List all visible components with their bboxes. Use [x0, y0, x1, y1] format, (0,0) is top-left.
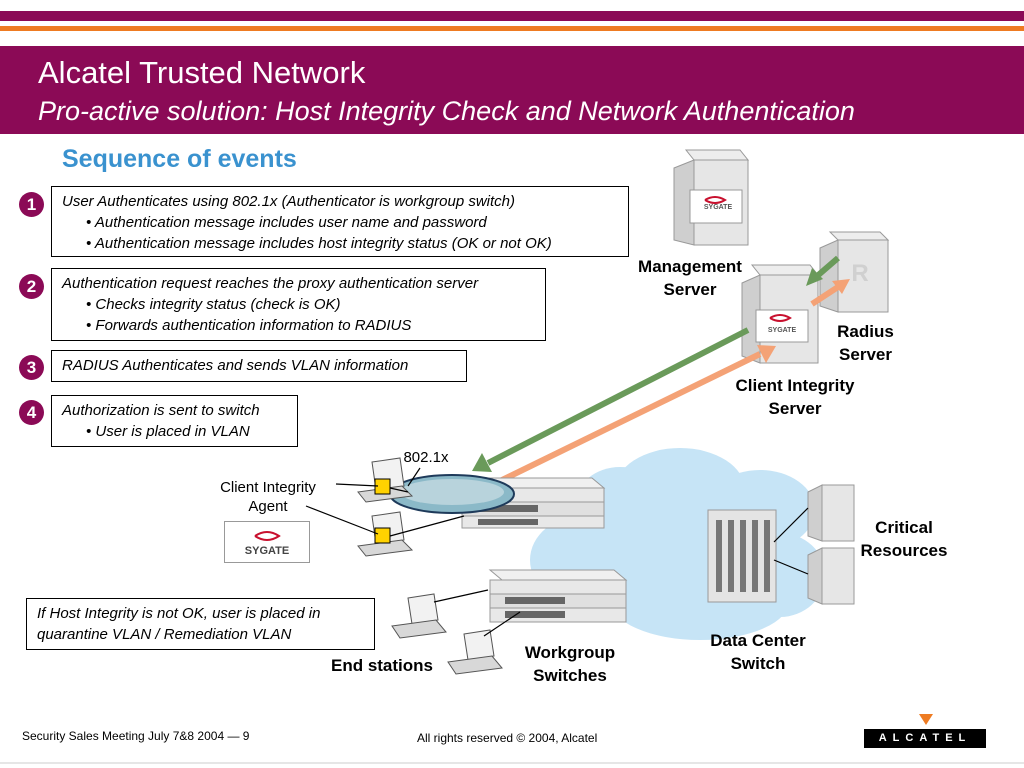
alcatel-logo-text: ALCATEL — [865, 730, 985, 747]
header-bar — [0, 46, 1024, 134]
critical-resource-server-2 — [807, 547, 855, 605]
step-4-bullet-1: • User is placed in VLAN — [86, 423, 250, 440]
data-center-switch-icon — [707, 509, 777, 603]
step-box-3: RADIUS Authenticates and sends VLAN info… — [51, 350, 467, 382]
workgroup-switch-lower — [488, 569, 628, 623]
step-number-4: 4 — [19, 400, 44, 425]
management-server-icon — [673, 149, 750, 246]
end-station-laptop-2 — [447, 629, 503, 675]
step-1-heading: User Authenticates using 802.1x (Authent… — [62, 193, 515, 210]
agent-square-1 — [374, 478, 391, 495]
auth-arrow-orange — [496, 345, 776, 485]
page-title: Alcatel Trusted Network — [38, 55, 366, 90]
quarantine-note: If Host Integrity is not OK, user is pla… — [26, 598, 375, 650]
bottom-line — [0, 762, 1024, 764]
footer-copyright: All rights reserved © 2004, Alcatel — [417, 731, 598, 745]
agent-square-2 — [374, 527, 391, 544]
step-3-heading: RADIUS Authenticates and sends VLAN info… — [62, 357, 409, 374]
logo-triangle-icon — [919, 714, 933, 725]
step-number-2: 2 — [19, 274, 44, 299]
step-box-4: Authorization is sent to switch • User i… — [51, 395, 298, 447]
auth-arrow-green — [472, 327, 750, 472]
sygate-logo-management: SYGATE — [703, 204, 733, 211]
section-title: Sequence of events — [62, 145, 297, 173]
connector-lines — [305, 467, 521, 637]
sygate-logo-agent: SYGATE — [224, 521, 310, 563]
critical-links — [773, 507, 809, 575]
radius-logo-icon: R — [851, 260, 869, 287]
step-2-bullet-1: • Checks integrity status (check is OK) — [86, 296, 341, 313]
sygate-swoosh-icon — [254, 531, 281, 541]
step-4-heading: Authorization is sent to switch — [62, 402, 260, 419]
step-1-bullet-1: • Authentication message includes user n… — [86, 214, 487, 231]
top-stripe-dark — [0, 11, 1024, 21]
top-stripe-orange — [0, 26, 1024, 31]
sygate-logo-cis: SYGATE — [767, 327, 797, 334]
alcatel-logo: ALCATEL — [864, 729, 986, 748]
dot1x-label: 802.1x — [403, 449, 449, 466]
step-number-3: 3 — [19, 355, 44, 380]
dot1x-users-disk-inner — [400, 479, 504, 505]
footer-meeting: Security Sales Meeting July 7&8 2004 — 9 — [22, 729, 250, 743]
page-subtitle: Pro-active solution: Host Integrity Chec… — [38, 96, 855, 126]
step-number-1: 1 — [19, 192, 44, 217]
quarantine-note-line-2: quarantine VLAN / Remediation VLAN — [37, 626, 292, 643]
step-box-1: User Authenticates using 802.1x (Authent… — [51, 186, 629, 257]
quarantine-note-line-1: If Host Integrity is not OK, user is pla… — [37, 605, 321, 622]
end-station-laptop-1 — [391, 593, 447, 639]
sygate-agent-text: SYGATE — [244, 545, 290, 557]
step-2-heading: Authentication request reaches the proxy… — [62, 275, 479, 292]
server-arrows — [806, 255, 850, 307]
step-box-2: Authentication request reaches the proxy… — [51, 268, 546, 341]
step-1-bullet-2: • Authentication message includes host i… — [86, 235, 552, 252]
critical-resource-server-1 — [807, 484, 855, 542]
end-stations-label: End stations — [330, 656, 433, 675]
step-2-bullet-2: • Forwards authentication information to… — [86, 317, 412, 334]
